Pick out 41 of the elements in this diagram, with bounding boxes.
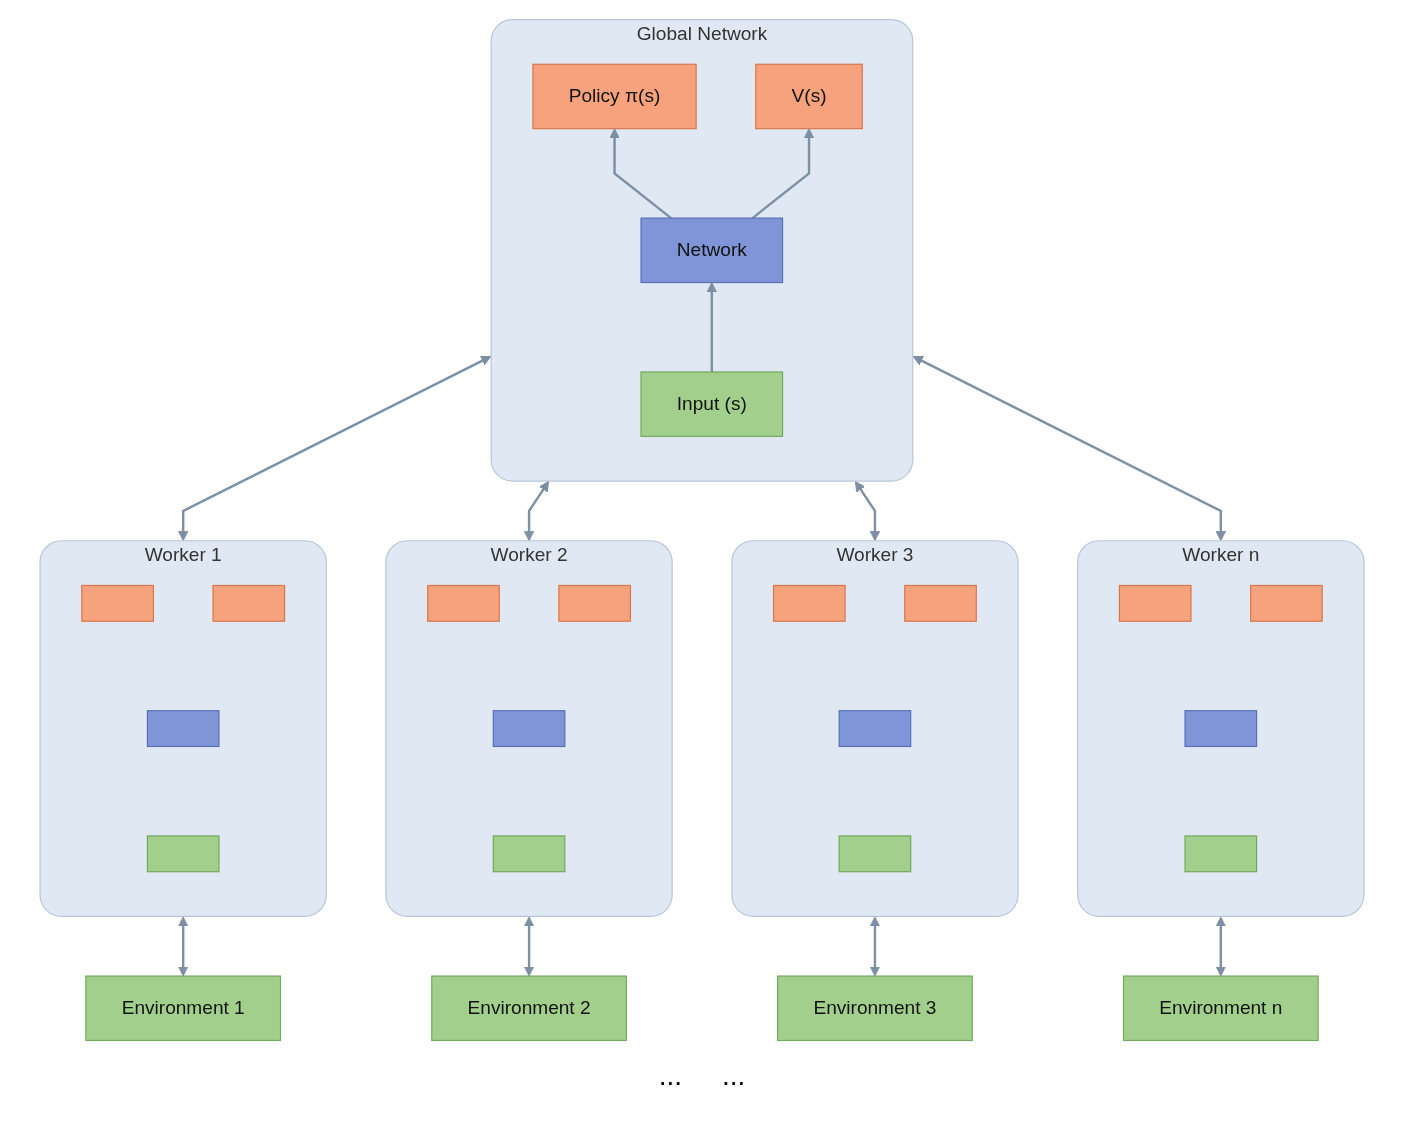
node-box: Environment n bbox=[1122, 975, 1319, 1042]
node-box: Policy π(s) bbox=[532, 63, 697, 130]
node-box: Environment 1 bbox=[85, 975, 282, 1042]
node-box bbox=[1184, 835, 1258, 873]
cluster: Worker 2 bbox=[385, 540, 673, 917]
arrow bbox=[177, 916, 189, 977]
arrow bbox=[609, 128, 672, 220]
node-box bbox=[1118, 584, 1192, 622]
arrow bbox=[177, 355, 492, 542]
arrow bbox=[751, 128, 815, 220]
node-box: Network bbox=[640, 217, 784, 284]
cluster: Worker 3 bbox=[731, 540, 1019, 917]
node-box bbox=[838, 835, 912, 873]
node-box bbox=[1184, 710, 1258, 748]
cluster: Worker 1 bbox=[39, 540, 327, 917]
node-box bbox=[81, 584, 154, 622]
node-box bbox=[146, 710, 220, 748]
cluster: Worker n bbox=[1077, 540, 1365, 917]
ellipsis-label: ... bbox=[722, 1060, 746, 1092]
node-box bbox=[838, 710, 912, 748]
node-box: Environment 3 bbox=[777, 975, 973, 1042]
node-box bbox=[904, 584, 977, 622]
arrow bbox=[869, 916, 881, 977]
node-box: V(s) bbox=[755, 63, 863, 130]
node-box bbox=[427, 584, 500, 622]
arrow bbox=[1215, 916, 1227, 977]
node-box bbox=[1250, 584, 1323, 622]
node-box bbox=[772, 584, 846, 622]
arrow bbox=[523, 916, 535, 977]
node-box bbox=[146, 835, 220, 873]
node-box bbox=[492, 835, 566, 873]
arrow bbox=[854, 481, 881, 542]
ellipsis-label: ... bbox=[658, 1060, 682, 1092]
node-box: Environment 2 bbox=[431, 975, 627, 1042]
node-box bbox=[558, 584, 632, 622]
arrow bbox=[912, 355, 1227, 542]
arrow bbox=[706, 282, 718, 372]
node-box bbox=[212, 584, 286, 622]
node-box: Input (s) bbox=[640, 371, 784, 437]
arrow bbox=[523, 481, 550, 542]
node-box bbox=[492, 710, 566, 748]
